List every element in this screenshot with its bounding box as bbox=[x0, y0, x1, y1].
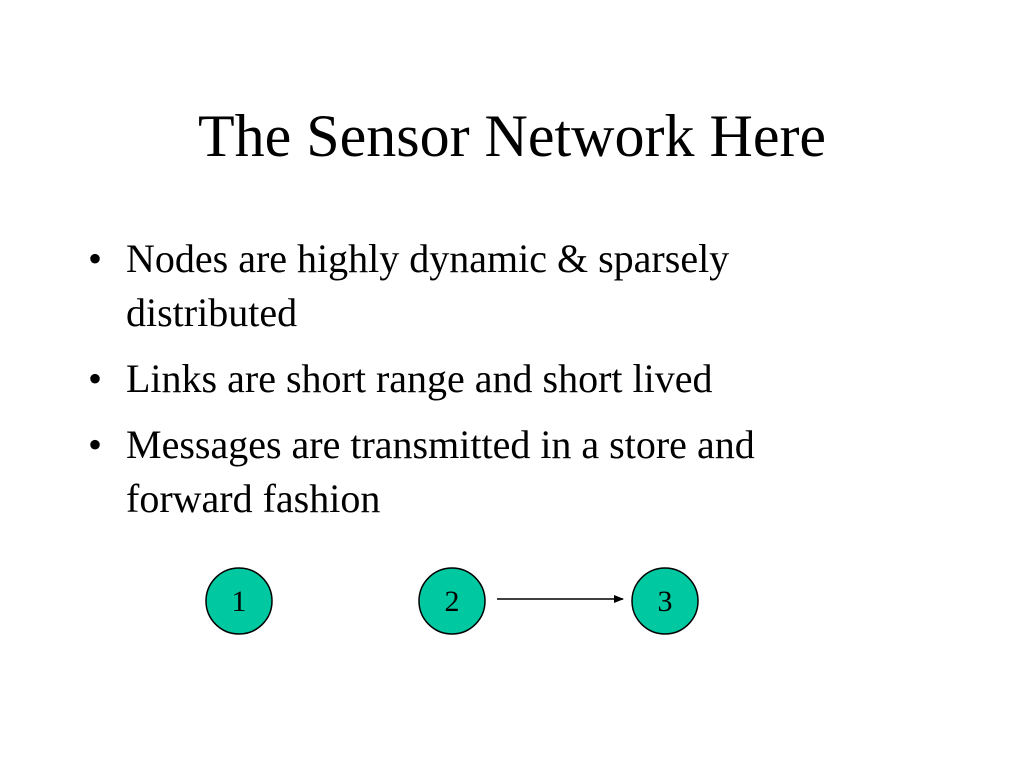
bullet-text: Links are short range and short lived bbox=[126, 356, 713, 401]
node-label: 2 bbox=[445, 585, 460, 618]
bullet-item: • Nodes are highly dynamic & sparsely di… bbox=[84, 232, 884, 340]
bullet-dot-icon: • bbox=[88, 356, 103, 401]
node-3: 3 bbox=[631, 567, 699, 635]
bullet-list: • Nodes are highly dynamic & sparsely di… bbox=[84, 232, 884, 538]
node-label: 3 bbox=[658, 585, 673, 618]
node-2: 2 bbox=[418, 567, 486, 635]
bullet-item: • Messages are transmitted in a store an… bbox=[84, 418, 884, 526]
bullet-dot-icon: • bbox=[88, 422, 103, 467]
bullet-item: • Links are short range and short lived bbox=[84, 352, 884, 406]
node-1: 1 bbox=[205, 567, 273, 635]
bullet-dot-icon: • bbox=[88, 236, 103, 281]
slide-title: The Sensor Network Here bbox=[197, 103, 827, 169]
bullet-text: Messages are transmitted in a store and … bbox=[126, 422, 755, 521]
bullet-text: Nodes are highly dynamic & sparsely dist… bbox=[126, 236, 730, 335]
node-label: 1 bbox=[232, 585, 247, 618]
